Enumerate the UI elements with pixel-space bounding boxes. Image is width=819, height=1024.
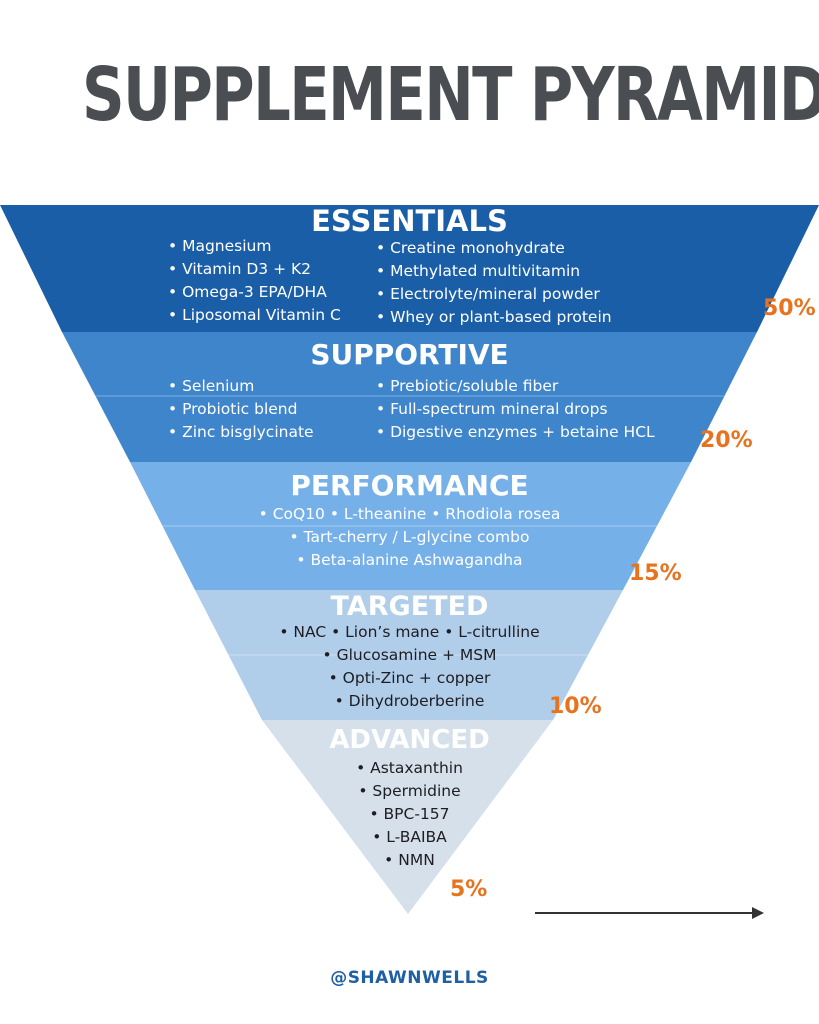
list-item: • Creatine monohydrate: [376, 239, 565, 257]
list-item: • Electrolyte/mineral powder: [376, 285, 600, 303]
arrow: [535, 907, 764, 919]
tier-supportive-percent: 20%: [700, 428, 753, 453]
list-item: • Vitamin D3 + K2: [168, 260, 312, 278]
list-item: • Tart-cherry / L-glycine combo: [289, 528, 530, 546]
tier-essentials-heading: ESSENTIALS: [311, 204, 508, 238]
tier-performance-heading: PERFORMANCE: [290, 469, 529, 502]
list-item: • Astaxanthin: [356, 759, 463, 777]
list-item: • Digestive enzymes + betaine HCL: [376, 423, 655, 441]
list-item: • Glucosamine + MSM: [322, 646, 497, 664]
tier-advanced-heading: ADVANCED: [329, 725, 490, 755]
list-item: • Beta-alanine Ashwagandha: [296, 551, 523, 569]
tier-advanced-percent: 5%: [450, 877, 488, 902]
list-item: • L-BAIBA: [372, 828, 447, 846]
tier-supportive-heading: SUPPORTIVE: [310, 338, 509, 371]
list-item: • Spermidine: [358, 782, 461, 800]
page-title: SUPPLEMENT PYRAMID: [82, 52, 819, 138]
list-item: • Opti-Zinc + copper: [328, 669, 491, 687]
tier-targeted-band: [195, 590, 623, 720]
list-item: • Full-spectrum mineral drops: [376, 400, 608, 418]
list-item: • CoQ10 • L-theanine • Rhodiola rosea: [258, 505, 561, 523]
tier-essentials-band: [0, 205, 819, 332]
tier-performance-percent: 15%: [629, 561, 682, 586]
list-item: • Methylated multivitamin: [376, 262, 581, 280]
author-handle: @SHAWNWELLS: [330, 968, 489, 988]
list-item: • BPC-157: [369, 805, 450, 823]
list-item: • Probiotic blend: [168, 400, 298, 418]
list-item: • NAC • Lion’s mane • L-citrulline: [279, 623, 540, 641]
list-item: • Whey or plant-based protein: [376, 308, 612, 326]
tier-supportive-band: [62, 332, 757, 462]
list-item: • Liposomal Vitamin C: [168, 306, 341, 324]
band-separators: [62, 395, 724, 656]
tier-essentials-percent: 50%: [763, 296, 816, 321]
list-item: • Omega-3 EPA/DHA: [168, 283, 327, 301]
tier-advanced-band: [262, 720, 553, 914]
list-item: • Selenium: [168, 377, 255, 395]
tier-targeted-percent: 10%: [549, 694, 602, 719]
list-item: • Prebiotic/soluble fiber: [376, 377, 559, 395]
list-item: • NMN: [384, 851, 435, 869]
tier-performance-band: [130, 462, 691, 590]
list-item: • Zinc bisglycinate: [168, 423, 314, 441]
list-item: • Magnesium: [168, 237, 272, 255]
list-item: • Dihydroberberine: [334, 692, 485, 710]
tier-targeted-heading: TARGETED: [330, 591, 489, 622]
